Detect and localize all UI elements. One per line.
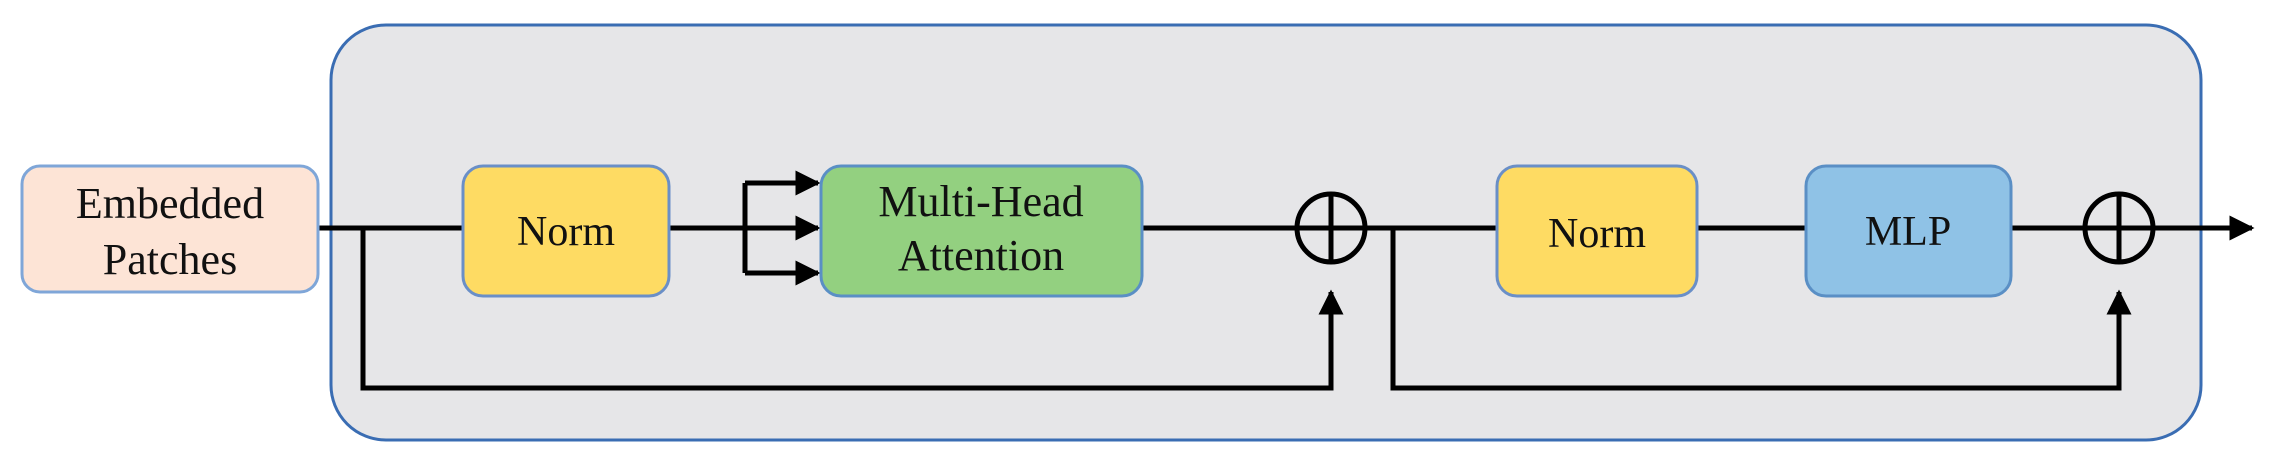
mlp-box bbox=[1804, 164, 2013, 298]
residual-connection-1 bbox=[360, 228, 1344, 391]
connectors bbox=[318, 170, 2255, 391]
norm-1-box bbox=[461, 164, 671, 298]
mlp-label: MLP bbox=[1865, 209, 1951, 255]
multi-head-attention-label-line2: Attention bbox=[898, 231, 1064, 280]
multi-head-attention-node: Multi-Head Attention bbox=[819, 164, 1144, 298]
multi-head-attention-box bbox=[819, 164, 1144, 298]
embedded-patches-label-line2: Patches bbox=[103, 235, 237, 284]
norm-2-box bbox=[1495, 164, 1699, 298]
residual-connection-2 bbox=[1390, 228, 2132, 391]
norm-2-node: Norm bbox=[1495, 164, 1699, 298]
embedded-patches-box bbox=[20, 164, 320, 294]
mlp-node: MLP bbox=[1804, 164, 2013, 298]
add-1-node bbox=[1294, 191, 1368, 265]
embedded-patches-node: Embedded Patches bbox=[20, 164, 320, 294]
norm-2-label: Norm bbox=[1548, 211, 1646, 257]
norm-1-node: Norm bbox=[461, 164, 671, 298]
norm-1-label: Norm bbox=[517, 209, 615, 255]
add-2-node bbox=[2082, 191, 2156, 265]
encoder-block-container bbox=[329, 23, 2203, 442]
multi-head-attention-label-line1: Multi-Head bbox=[878, 177, 1083, 226]
embedded-patches-label-line1: Embedded bbox=[76, 179, 264, 228]
